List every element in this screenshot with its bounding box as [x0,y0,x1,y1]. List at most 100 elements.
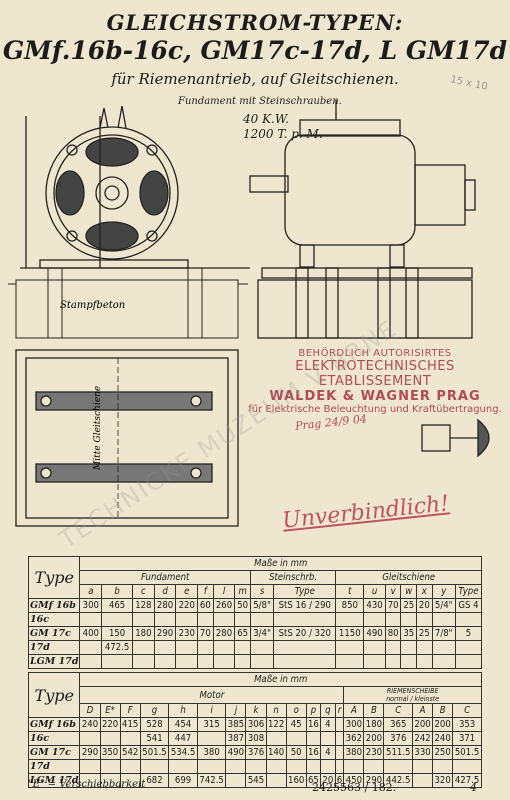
table-cell: 25 [416,626,433,641]
table-cell [168,759,198,774]
table-cell [119,759,141,774]
table-cell: 60 [197,598,214,613]
table-cell: 4 [320,745,336,760]
table-cell: 230 [363,745,385,760]
group-motor: Motor [79,686,345,704]
table-cell [384,640,402,655]
table-cell: 308 [245,731,267,746]
table-cell: 3/4" [249,626,275,641]
column-header: l [212,584,236,599]
table-cell [273,612,337,627]
table-cell [265,759,287,774]
table-cell: 545 [245,773,267,788]
table-cell [416,640,433,655]
table-cell [452,759,482,774]
row-type: 17d [27,759,81,774]
column-header: Type [454,584,483,599]
table-cell: 65 [234,626,251,641]
table-cell [416,654,433,669]
table-cell: 35 [400,626,418,641]
table-cell [119,773,141,788]
stamp-line-1: BEHÖRDLICH AUTORISIRTES [298,348,452,359]
title-line-2: GMf.16b-16c, GM17c-17d, L GM17d [2,36,508,65]
row-type: GMf 16b [27,598,81,613]
speed-value: 1200 T. p. M. [243,127,323,141]
table-cell [273,640,337,655]
row-type: LGM 17d [27,654,81,669]
table-cell [384,612,402,627]
table-cell: 306 [245,717,267,732]
motor-drawing: Stampfbeton Mitte Gleitschiene [8,100,490,527]
table-cell: 180 [363,717,385,732]
table-cell [79,731,101,746]
table-cell [139,759,170,774]
table-cell [234,654,251,669]
group-riemenscheibe: RIEMENSCHEIBE normal / kleinste [343,686,482,704]
table-cell: 742.5 [196,773,227,788]
table-cell [454,612,483,627]
table-cell: 682 [139,773,170,788]
row-type: LGM 17d [27,773,81,788]
table-cell: 353 [452,717,482,732]
column-header: Type [273,584,337,599]
table-cell: 4 [320,717,336,732]
column-header: B [432,703,454,718]
table-cell: 380 [343,745,365,760]
table-cell: 371 [452,731,482,746]
side-view [249,100,476,339]
column-header: b [101,584,134,599]
table-cell: 541 [139,731,170,746]
table-cell: 490 [225,745,247,760]
table-cell: 5/4" [431,598,456,613]
table-cell [249,654,275,669]
table-cell: 376 [383,731,414,746]
table-cell: 387 [225,731,247,746]
column-header: n [265,703,287,718]
column-header: x [416,584,433,599]
column-header: h [168,703,198,718]
column-header: d [153,584,177,599]
table-cell [212,640,236,655]
table-cell: 350 [99,745,121,760]
table-cell [212,612,236,627]
table-cell: 20 [416,598,433,613]
table-cell [305,759,322,774]
table-cell: 290 [153,626,177,641]
row-type: GMf 16b [27,717,81,732]
table-cell [197,654,214,669]
table-cell [285,759,307,774]
column-header: y [431,584,456,599]
table-cell [335,640,365,655]
table-row: LGM 17d [27,654,483,669]
table-cell: 260 [212,598,236,613]
table-cell [197,640,214,655]
footnote: "E" = Verschiebbarkeit [28,779,146,790]
table-cell [99,731,121,746]
table-cell [454,654,483,669]
table-cell [334,731,345,746]
table-cell: GS 4 [454,598,483,613]
table-cell: 200 [432,717,454,732]
table-cell [412,759,434,774]
table-cell [249,612,275,627]
table-cell: 365 [383,717,414,732]
table-row: 17d [27,759,482,774]
table-cell [265,731,287,746]
table-cell: 25 [400,598,418,613]
table-cell [153,654,177,669]
table-cell [400,612,418,627]
table-cell [234,640,251,655]
table-cell [79,640,103,655]
table-cell: 447 [168,731,198,746]
table-cell: 472.5 [101,640,134,655]
column-header: u [363,584,386,599]
table-cell: 534.5 [168,745,198,760]
table-cell: StS 20 / 320 [273,626,337,641]
table-cell: 220 [99,717,121,732]
row-type: 16c [27,731,81,746]
power-value: 40 K.W. [243,112,289,126]
column-header: g [139,703,170,718]
